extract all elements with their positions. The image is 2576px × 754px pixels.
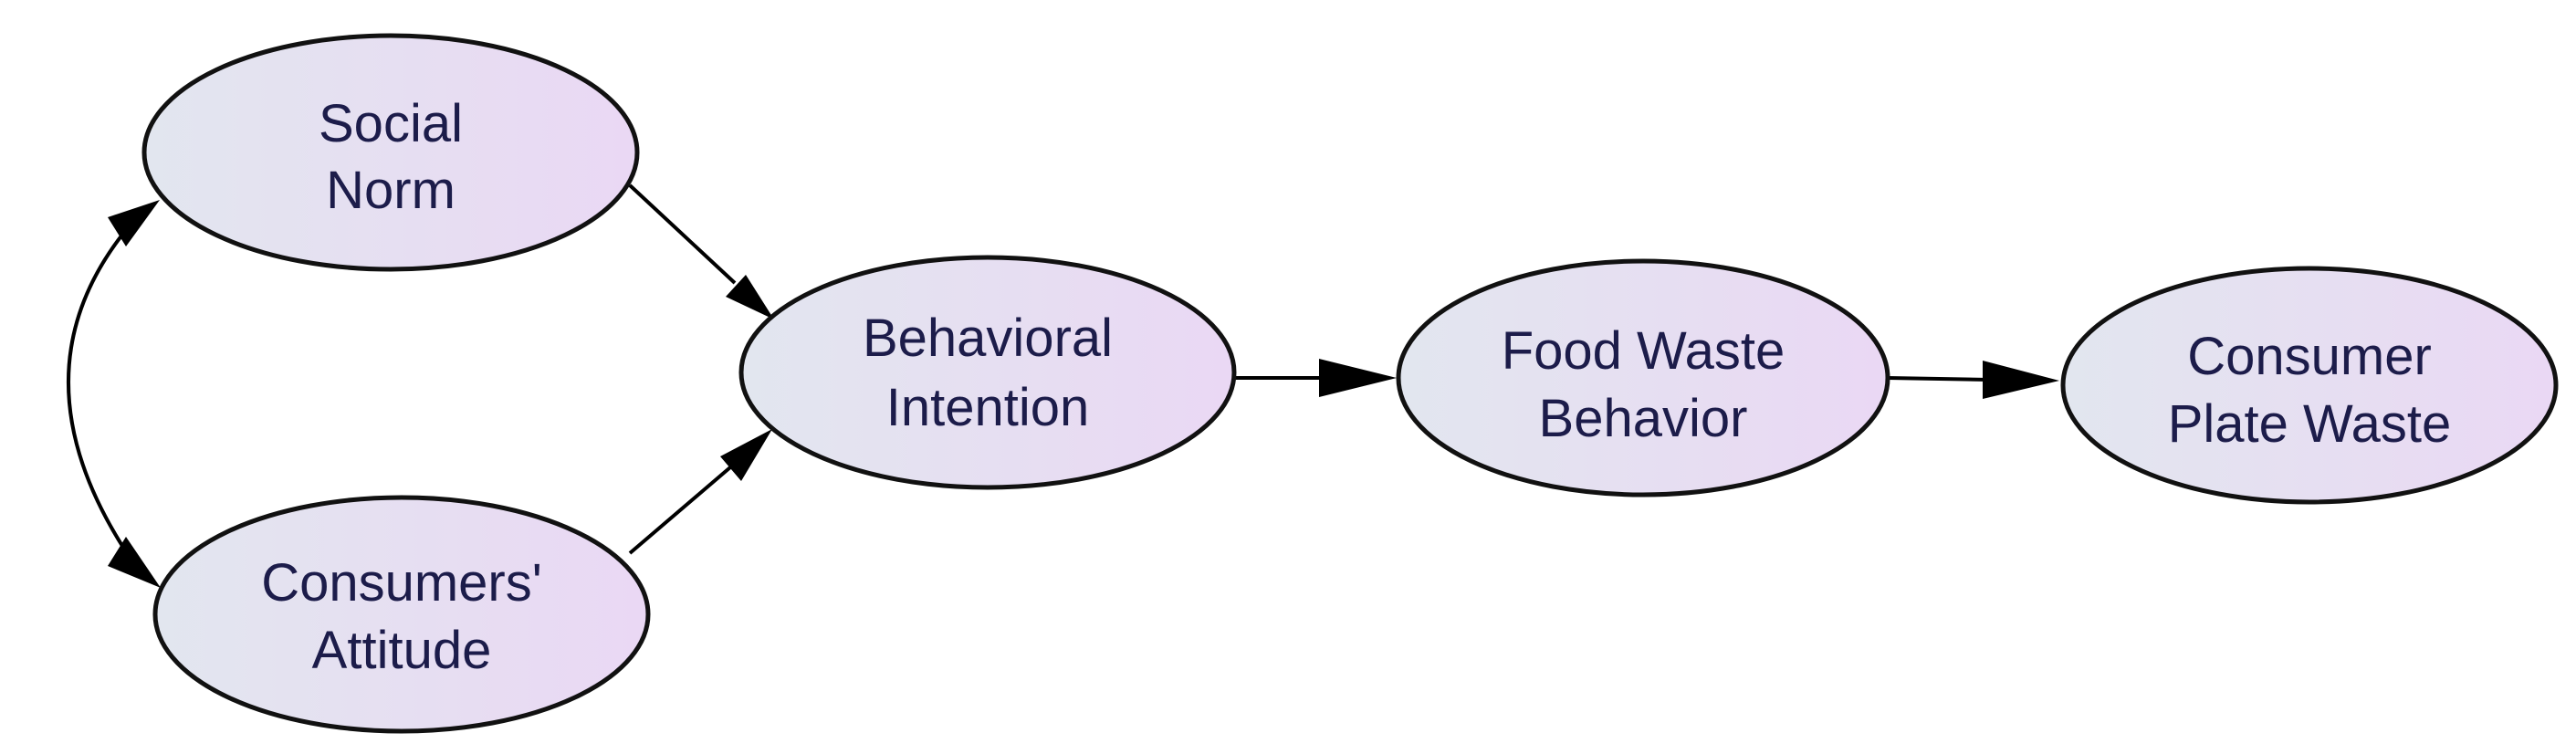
edge-social-norm-behavioral-intention bbox=[628, 183, 737, 285]
node-ellipse bbox=[738, 255, 1237, 490]
arrowhead-food-waste-behavior bbox=[1319, 359, 1397, 397]
node-consumers-attitude: Consumers' Attitude bbox=[152, 495, 651, 734]
node-label-line-1: Food Waste bbox=[1502, 321, 1785, 381]
node-behavioral-intention: Behavioral Intention bbox=[738, 255, 1237, 490]
edge-consumers-attitude-behavioral-intention bbox=[628, 466, 732, 555]
edges bbox=[67, 183, 2059, 588]
node-ellipse bbox=[152, 495, 651, 734]
node-consumer-plate-waste: Consumer Plate Waste bbox=[2060, 266, 2559, 505]
node-ellipse bbox=[1396, 258, 1890, 497]
node-label-line-2: Attitude bbox=[312, 621, 492, 680]
node-social-norm: Social Norm bbox=[141, 33, 640, 272]
node-label-line-1: Social bbox=[319, 94, 463, 153]
arrowhead-consumer-plate-waste bbox=[1983, 361, 2059, 399]
node-label-line-1: Consumer bbox=[2187, 327, 2432, 386]
node-ellipse bbox=[2060, 266, 2559, 505]
arrowhead-consumers-attitude bbox=[108, 537, 161, 588]
node-label-line-2: Norm bbox=[326, 161, 456, 220]
node-label-line-2: Behavior bbox=[1539, 389, 1748, 448]
node-ellipse bbox=[141, 33, 640, 272]
node-label-line-1: Consumers' bbox=[261, 553, 542, 613]
arrowhead-behavioral-intention-bottom bbox=[720, 429, 772, 481]
node-label-line-1: Behavioral bbox=[863, 309, 1113, 368]
arrowhead-social-norm bbox=[108, 200, 160, 246]
node-food-waste-behavior: Food Waste Behavior bbox=[1396, 258, 1890, 497]
edge-food-waste-behavior-consumer-plate-waste bbox=[1887, 376, 1991, 382]
edge-social-norm-consumers-attitude bbox=[67, 217, 141, 572]
arrowhead-behavioral-intention-top bbox=[726, 275, 774, 319]
node-label-line-2: Intention bbox=[886, 378, 1090, 437]
node-label-line-2: Plate Waste bbox=[2168, 394, 2452, 454]
